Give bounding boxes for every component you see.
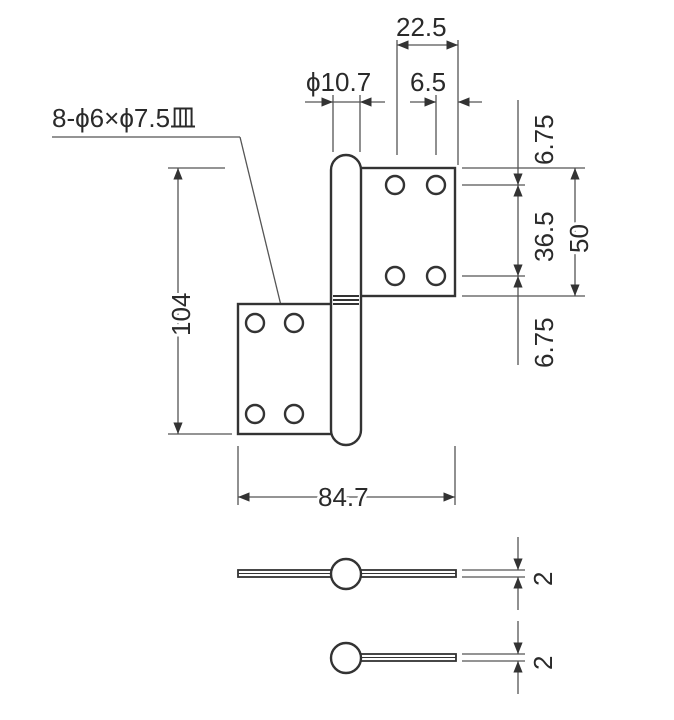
dim-hole-spacing: 6.5 [410,67,446,97]
left-dimension [168,167,232,435]
hole-callout-leader [52,136,287,323]
bottom-dimension [237,446,456,505]
dim-total-width: 84.7 [318,482,369,512]
dim-leaf-offset: 22.5 [396,12,447,42]
dim-hole-pitch: 36.5 [529,211,559,262]
hole [244,403,266,425]
dim-bottom-margin: 6.75 [529,317,559,368]
dim-total-height: 104 [166,293,196,336]
hinge-front-view [236,153,457,447]
hole [384,174,406,196]
dim-pin-diameter: ϕ10.7 [306,67,371,97]
hole [425,265,447,287]
hole [425,174,447,196]
dim-thickness-b: 2 [528,656,558,670]
hole [283,403,305,425]
dim-thickness-a: 2 [528,572,558,586]
dim-top-margin: 6.75 [529,114,559,165]
right-dimensions [462,100,585,365]
hole [384,265,406,287]
dim-leaf-height: 50 [564,224,594,253]
hole [283,312,305,334]
side-view-a [237,537,525,610]
side-view-b [329,621,525,694]
hole [244,312,266,334]
hole-callout-text: 8-ϕ6×ϕ7.5皿 [52,103,196,133]
top-dimensions [305,40,482,165]
